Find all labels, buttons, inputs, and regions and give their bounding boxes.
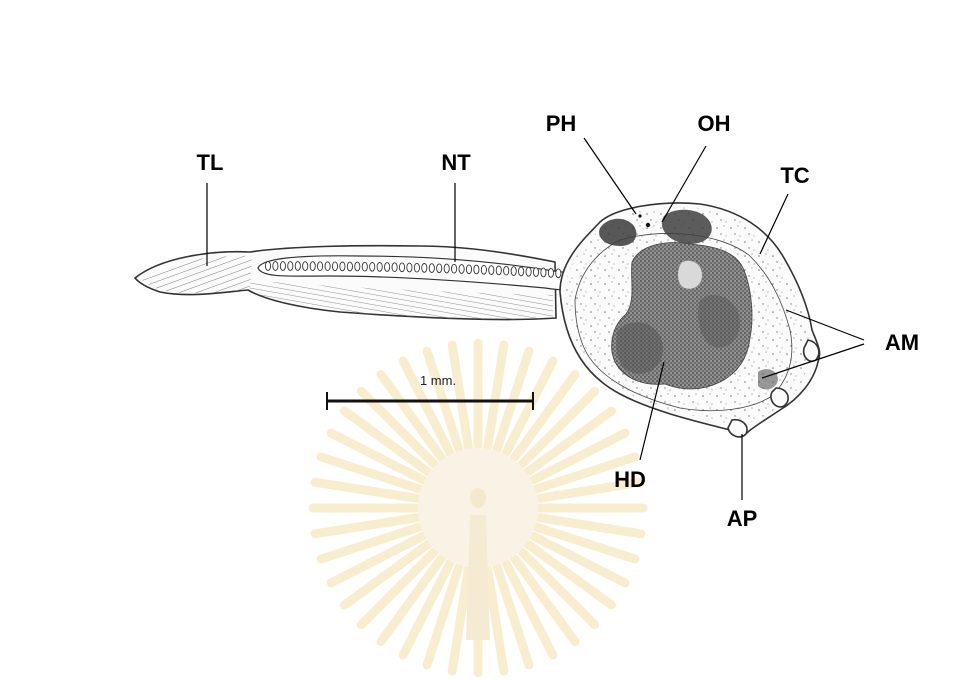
papilla-3	[728, 420, 747, 437]
head-indent	[678, 260, 703, 289]
notochord-segment	[414, 263, 419, 272]
label-tc: TC	[780, 163, 809, 188]
notochord-segment	[407, 263, 412, 272]
notochord-segment	[444, 264, 449, 273]
notochord-segment	[474, 265, 479, 274]
notochord-segment	[452, 264, 457, 273]
notochord-segment	[355, 262, 360, 271]
notochord-segment	[541, 268, 546, 277]
notochord-segment	[377, 263, 382, 272]
notochord-segment	[526, 267, 531, 276]
label-ap: AP	[727, 506, 758, 531]
scale-bar-label: 1 mm.	[420, 373, 456, 388]
leader-ph	[584, 138, 636, 214]
blank-patch	[335, 172, 440, 208]
notochord-segment	[519, 267, 524, 276]
notochord-segment	[429, 264, 434, 273]
notochord-segment	[340, 262, 345, 271]
label-hd: HD	[614, 467, 646, 492]
notochord-segment	[265, 262, 270, 271]
label-ph: PH	[546, 111, 577, 136]
notochord-segment	[489, 266, 494, 275]
label-oh: OH	[698, 111, 731, 136]
notochord-segment	[280, 262, 285, 271]
label-am: AM	[885, 330, 919, 355]
tail-stripes-upper	[140, 256, 252, 293]
label-nt: NT	[441, 150, 471, 175]
notochord-segment	[273, 262, 278, 271]
notochord-segment	[422, 264, 427, 273]
notochord-segment	[370, 262, 375, 271]
notochord-segment	[303, 262, 308, 271]
notochord-segment	[310, 262, 315, 271]
notochord-segment	[392, 263, 397, 272]
notochord-segment	[548, 269, 553, 278]
notochord-segment	[385, 263, 390, 272]
watermark-seal	[313, 343, 643, 673]
notochord-segment	[504, 266, 509, 275]
seal-staff	[466, 515, 490, 640]
seal-finial	[470, 488, 486, 508]
notochord-segment	[362, 262, 367, 271]
notochord-segment	[459, 265, 464, 274]
notochord-segment	[332, 262, 337, 271]
label-tl: TL	[197, 150, 224, 175]
notochord-segment	[288, 262, 293, 271]
notochord-segment	[511, 267, 516, 276]
eye-spot-small	[638, 214, 641, 217]
notochord-segment	[496, 266, 501, 275]
notochord-segment	[481, 265, 486, 274]
notochord-segment	[399, 263, 404, 272]
notochord-segment	[556, 269, 561, 278]
notochord-segment	[533, 268, 538, 277]
eye-spot	[646, 223, 650, 227]
notochord-segment	[295, 262, 300, 271]
notochord-segment	[466, 265, 471, 274]
notochord-segment	[318, 262, 323, 271]
notochord-segment	[437, 264, 442, 273]
notochord-segment	[325, 262, 330, 271]
papilla-2	[771, 388, 788, 407]
notochord-segment	[347, 262, 352, 271]
